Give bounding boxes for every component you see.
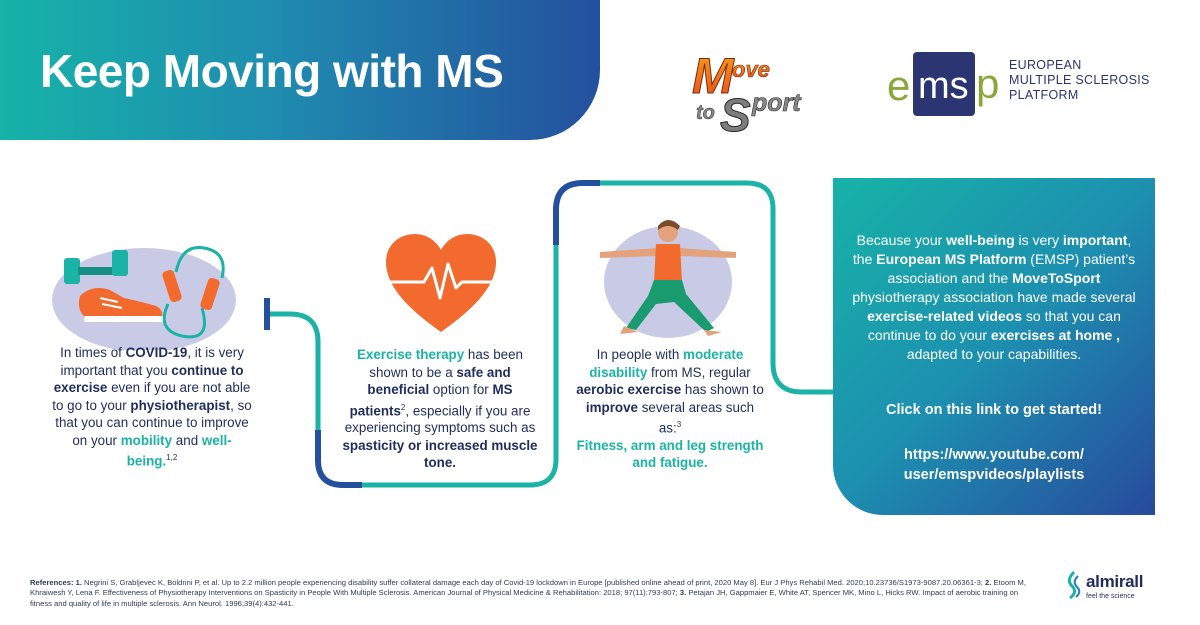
youtube-playlist-link[interactable]: https://www.youtube.com/user/emspvideos/…: [903, 447, 1085, 483]
emsp-logo: e ms p EUROPEAN MULTIPLE SCLEROSIS PLATF…: [885, 52, 1149, 118]
block-therapy-text: Exercise therapy has been shown to be a …: [342, 347, 538, 471]
almirall-name: almirall: [1086, 572, 1144, 591]
exercise-equipment-illustration: [52, 246, 236, 350]
woman-figure-icon: [600, 220, 736, 336]
emsp-line-2: MULTIPLE SCLEROSIS: [1009, 73, 1150, 87]
panel-body-text: Because your well-being is very importan…: [852, 232, 1136, 362]
mts-word-port: port: [751, 89, 802, 117]
page-title: Keep Moving with MS: [40, 45, 504, 97]
emsp-mark: e ms p: [887, 52, 999, 116]
info-panel: Because your well-being is very importan…: [833, 178, 1155, 515]
block-covid-text: In times of COVID-19, it is very importa…: [52, 345, 252, 469]
emsp-line-1: EUROPEAN: [1009, 58, 1082, 72]
references-text: References: 1. Negrini S, Grabljevec K, …: [30, 578, 1026, 608]
jump-rope-icon: [162, 246, 225, 339]
panel-cta-text: Click on this link to get started!: [886, 402, 1102, 418]
warrior-pose-illustration: [600, 220, 736, 338]
heart-pulse-icon: [386, 234, 496, 332]
emsp-wordmark: EUROPEAN MULTIPLE SCLEROSIS PLATFORM: [1009, 58, 1150, 103]
almirall-logo: almirall feel the science: [1062, 568, 1182, 608]
block-aerobic-text: In people with moderate disability from …: [576, 347, 764, 471]
mts-letter-s: S: [720, 89, 751, 133]
emsp-ms: ms: [918, 65, 969, 107]
emsp-line-3: PLATFORM: [1009, 88, 1079, 102]
connector-upper-curve: [553, 180, 600, 245]
mts-word-to: to: [696, 102, 715, 124]
emsp-p: p: [976, 60, 999, 107]
almirall-swirl-icon: [1067, 570, 1081, 600]
header-band: [0, 0, 600, 140]
mts-word-ove: ove: [732, 57, 770, 82]
movetosport-logo: M ove to S port: [692, 48, 803, 134]
emsp-e: e: [887, 62, 910, 109]
mts-letter-m: M: [692, 48, 735, 104]
almirall-tagline: feel the science: [1086, 593, 1135, 600]
dumbbell-icon: [64, 250, 128, 284]
sneaker-icon: [78, 288, 164, 322]
